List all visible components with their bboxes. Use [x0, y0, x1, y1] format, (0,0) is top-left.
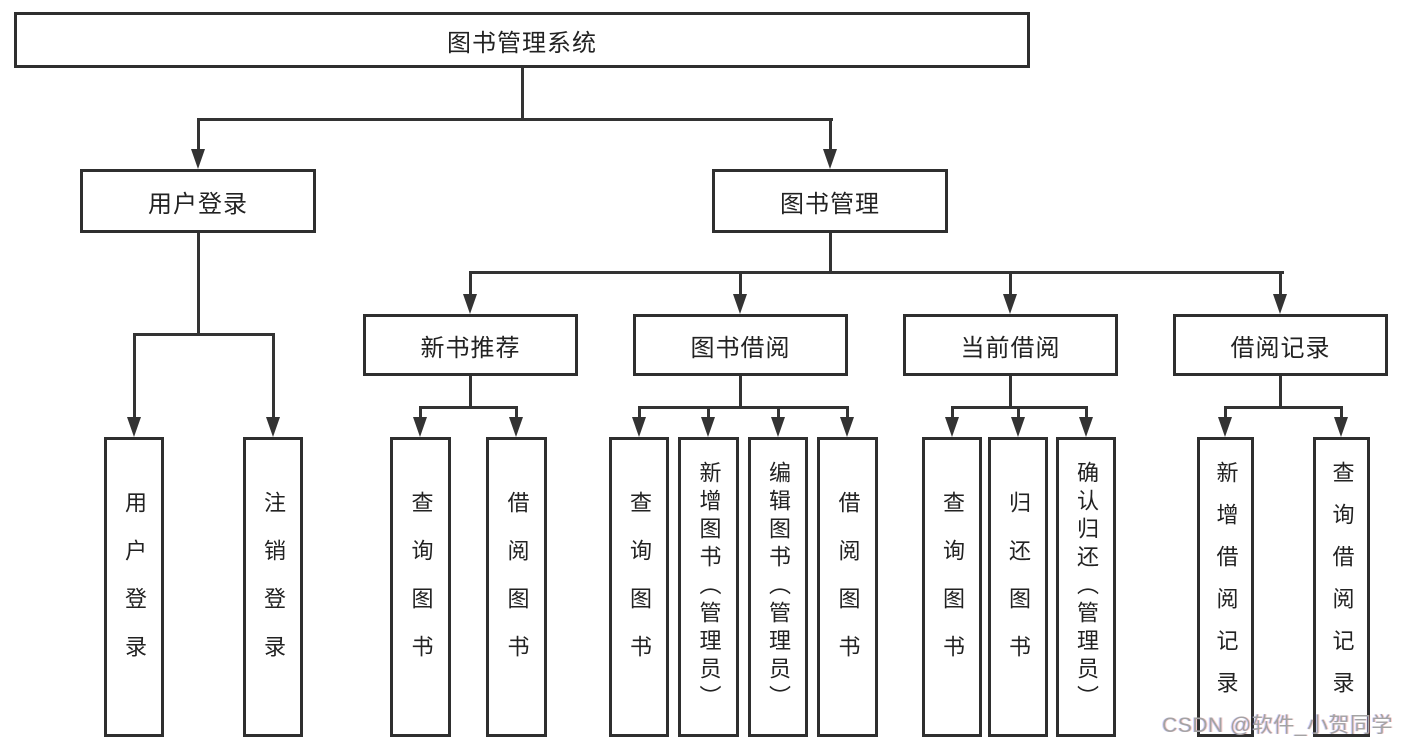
arrow-down-icon	[1011, 417, 1025, 437]
connector-line	[197, 118, 200, 151]
connector-line	[829, 233, 832, 274]
node-leaf-label: 注销登录	[261, 491, 286, 683]
node-leaf-label: 编辑图书（管理员）	[766, 461, 791, 713]
node-leaf-confirm-return-admin: 确认归还（管理员）	[1056, 437, 1116, 737]
arrow-down-icon	[771, 417, 785, 437]
connector-line	[197, 233, 200, 336]
node-leaf-query-book-2: 查询图书	[609, 437, 669, 737]
node-leaf-label: 用户登录	[122, 491, 147, 683]
node-leaf-label: 归还图书	[1006, 491, 1031, 683]
node-leaf-label: 查询图书	[627, 491, 652, 683]
connector-line	[1085, 406, 1088, 419]
connector-line	[739, 376, 742, 409]
arrow-down-icon	[191, 149, 205, 169]
connector-line	[777, 406, 780, 419]
node-leaf-label: 查询图书	[940, 491, 965, 683]
connector-line	[846, 406, 849, 419]
arrow-down-icon	[701, 417, 715, 437]
node-leaf-logout: 注销登录	[243, 437, 303, 737]
node-user-login: 用户登录	[80, 169, 316, 233]
connector-line	[469, 376, 472, 409]
node-leaf-label: 查询借阅记录	[1329, 461, 1355, 713]
node-leaf-query-book-1: 查询图书	[390, 437, 451, 737]
node-new-book-recommend-label: 新书推荐	[420, 334, 521, 362]
arrow-down-icon	[413, 417, 427, 437]
connector-line	[515, 406, 518, 419]
connector-line	[133, 333, 136, 419]
node-leaf-borrow-book-1: 借阅图书	[486, 437, 547, 737]
node-new-book-recommend: 新书推荐	[363, 314, 578, 376]
node-book-management: 图书管理	[712, 169, 948, 233]
node-book-management-label: 图书管理	[780, 190, 880, 218]
connector-line	[1017, 406, 1020, 419]
node-leaf-borrow-book-2: 借阅图书	[817, 437, 878, 737]
connector-line	[1279, 376, 1282, 409]
node-book-borrow-label: 图书借阅	[690, 334, 791, 362]
node-leaf-label: 借阅图书	[835, 491, 861, 683]
node-leaf-label: 借阅图书	[504, 491, 530, 683]
arrow-down-icon	[266, 417, 280, 437]
connector-line	[469, 271, 472, 296]
connector-line	[1279, 271, 1282, 296]
node-leaf-user-login: 用户登录	[104, 437, 164, 737]
node-borrow-record-label: 借阅记录	[1230, 334, 1331, 362]
node-leaf-add-borrow-record: 新增借阅记录	[1197, 437, 1254, 737]
arrow-down-icon	[1334, 417, 1348, 437]
connector-line	[419, 406, 518, 409]
node-current-borrow-label: 当前借阅	[960, 334, 1061, 362]
arrow-down-icon	[1273, 294, 1287, 314]
node-user-login-label: 用户登录	[148, 190, 248, 218]
arrow-down-icon	[1003, 294, 1017, 314]
node-leaf-query-book-3: 查询图书	[922, 437, 982, 737]
connector-line	[133, 333, 275, 336]
watermark: CSDN @软件_小贺同学	[1162, 714, 1393, 737]
node-leaf-label: 新增图书（管理员）	[696, 461, 722, 713]
connector-line	[1340, 406, 1343, 419]
connector-line	[197, 118, 833, 121]
connector-line	[1224, 406, 1227, 419]
arrow-down-icon	[1218, 417, 1232, 437]
connector-line	[951, 406, 954, 419]
node-root-label: 图书管理系统	[447, 29, 597, 57]
arrow-down-icon	[127, 417, 141, 437]
arrow-down-icon	[632, 417, 646, 437]
arrow-down-icon	[840, 417, 854, 437]
node-leaf-label: 新增借阅记录	[1213, 461, 1239, 713]
connector-line	[469, 271, 1284, 274]
arrow-down-icon	[463, 294, 477, 314]
arrow-down-icon	[945, 417, 959, 437]
arrow-down-icon	[509, 417, 523, 437]
arrow-down-icon	[733, 294, 747, 314]
node-root: 图书管理系统	[14, 12, 1030, 68]
node-current-borrow: 当前借阅	[903, 314, 1118, 376]
connector-line	[419, 406, 422, 419]
connector-line	[1224, 406, 1343, 409]
connector-line	[272, 333, 275, 419]
node-leaf-edit-book-admin: 编辑图书（管理员）	[748, 437, 808, 737]
node-leaf-label: 确认归还（管理员）	[1074, 461, 1099, 713]
node-leaf-label: 查询图书	[408, 491, 434, 683]
connector-line	[1009, 271, 1012, 296]
arrow-down-icon	[1079, 417, 1093, 437]
node-book-borrow: 图书借阅	[633, 314, 848, 376]
node-leaf-query-borrow-record: 查询借阅记录	[1313, 437, 1370, 737]
connector-line	[739, 271, 742, 296]
arrow-down-icon	[823, 149, 837, 169]
node-borrow-record: 借阅记录	[1173, 314, 1388, 376]
node-leaf-return-book: 归还图书	[988, 437, 1048, 737]
connector-line	[638, 406, 849, 409]
connector-line	[1009, 376, 1012, 409]
connector-line	[521, 68, 524, 121]
connector-line	[638, 406, 641, 419]
connector-line	[829, 118, 832, 151]
node-leaf-add-book-admin: 新增图书（管理员）	[678, 437, 739, 737]
connector-line	[707, 406, 710, 419]
